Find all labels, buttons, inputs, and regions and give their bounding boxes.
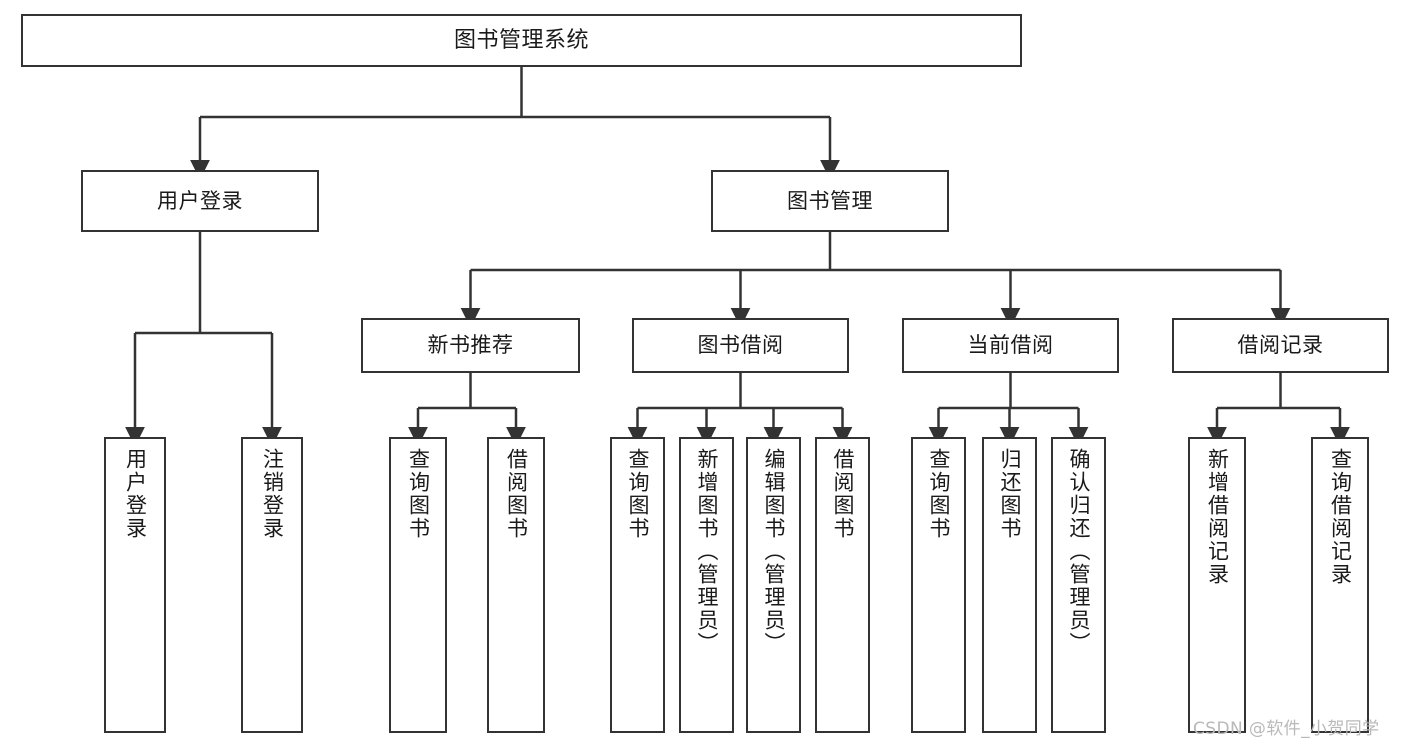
node-label: 查询图书	[406, 448, 431, 540]
node-leaf-confirm-return[interactable]: 确认归还（管理员）	[1051, 437, 1106, 733]
node-label: 新增借阅记录	[1205, 448, 1230, 586]
node-label: 注销登录	[260, 448, 285, 540]
node-leaf-add-book[interactable]: 新增图书（管理员）	[679, 437, 734, 733]
node-label: 查询图书	[927, 448, 951, 540]
node-leaf-borrow-book-2[interactable]: 借阅图书	[815, 437, 870, 733]
node-label: 查询借阅记录	[1328, 448, 1353, 586]
node-label: 新书推荐	[427, 333, 514, 358]
node-borrow-record[interactable]: 借阅记录	[1172, 318, 1389, 373]
node-leaf-query-record[interactable]: 查询借阅记录	[1311, 437, 1369, 733]
csdn-watermark: CSDN @软件_小贺同学	[1193, 719, 1380, 739]
node-leaf-user-login[interactable]: 用户登录	[104, 437, 166, 733]
node-label: 图书管理	[787, 188, 873, 213]
node-current-borrow[interactable]: 当前借阅	[902, 318, 1119, 373]
node-leaf-edit-book[interactable]: 编辑图书（管理员）	[746, 437, 801, 733]
node-root[interactable]: 图书管理系统	[21, 14, 1022, 67]
node-book-manage[interactable]: 图书管理	[711, 170, 949, 232]
node-book-borrow[interactable]: 图书借阅	[632, 318, 849, 373]
node-label: 编辑图书（管理员）	[762, 448, 786, 655]
node-label: 用户登录	[157, 188, 243, 213]
node-label: 用户登录	[123, 448, 148, 540]
node-user-login[interactable]: 用户登录	[81, 170, 319, 232]
node-label: 确认归还（管理员）	[1067, 448, 1091, 655]
node-label: 借阅记录	[1237, 333, 1324, 358]
node-label: 借阅图书	[504, 448, 529, 540]
node-leaf-logout[interactable]: 注销登录	[241, 437, 303, 733]
node-leaf-query-book-3[interactable]: 查询图书	[911, 437, 966, 733]
node-new-book-rec[interactable]: 新书推荐	[361, 318, 580, 373]
node-leaf-query-book-1[interactable]: 查询图书	[389, 437, 447, 733]
node-leaf-borrow-book-1[interactable]: 借阅图书	[487, 437, 545, 733]
node-leaf-return-book[interactable]: 归还图书	[982, 437, 1037, 733]
node-label: 新增图书（管理员）	[695, 448, 719, 655]
node-label: 归还图书	[998, 448, 1022, 540]
node-label: 图书借阅	[697, 333, 784, 358]
node-label: 图书管理系统	[453, 27, 589, 53]
node-leaf-add-record[interactable]: 新增借阅记录	[1188, 437, 1246, 733]
node-leaf-query-book-2[interactable]: 查询图书	[610, 437, 665, 733]
node-label: 借阅图书	[831, 448, 855, 540]
node-label: 查询图书	[626, 448, 650, 540]
node-label: 当前借阅	[967, 333, 1054, 358]
